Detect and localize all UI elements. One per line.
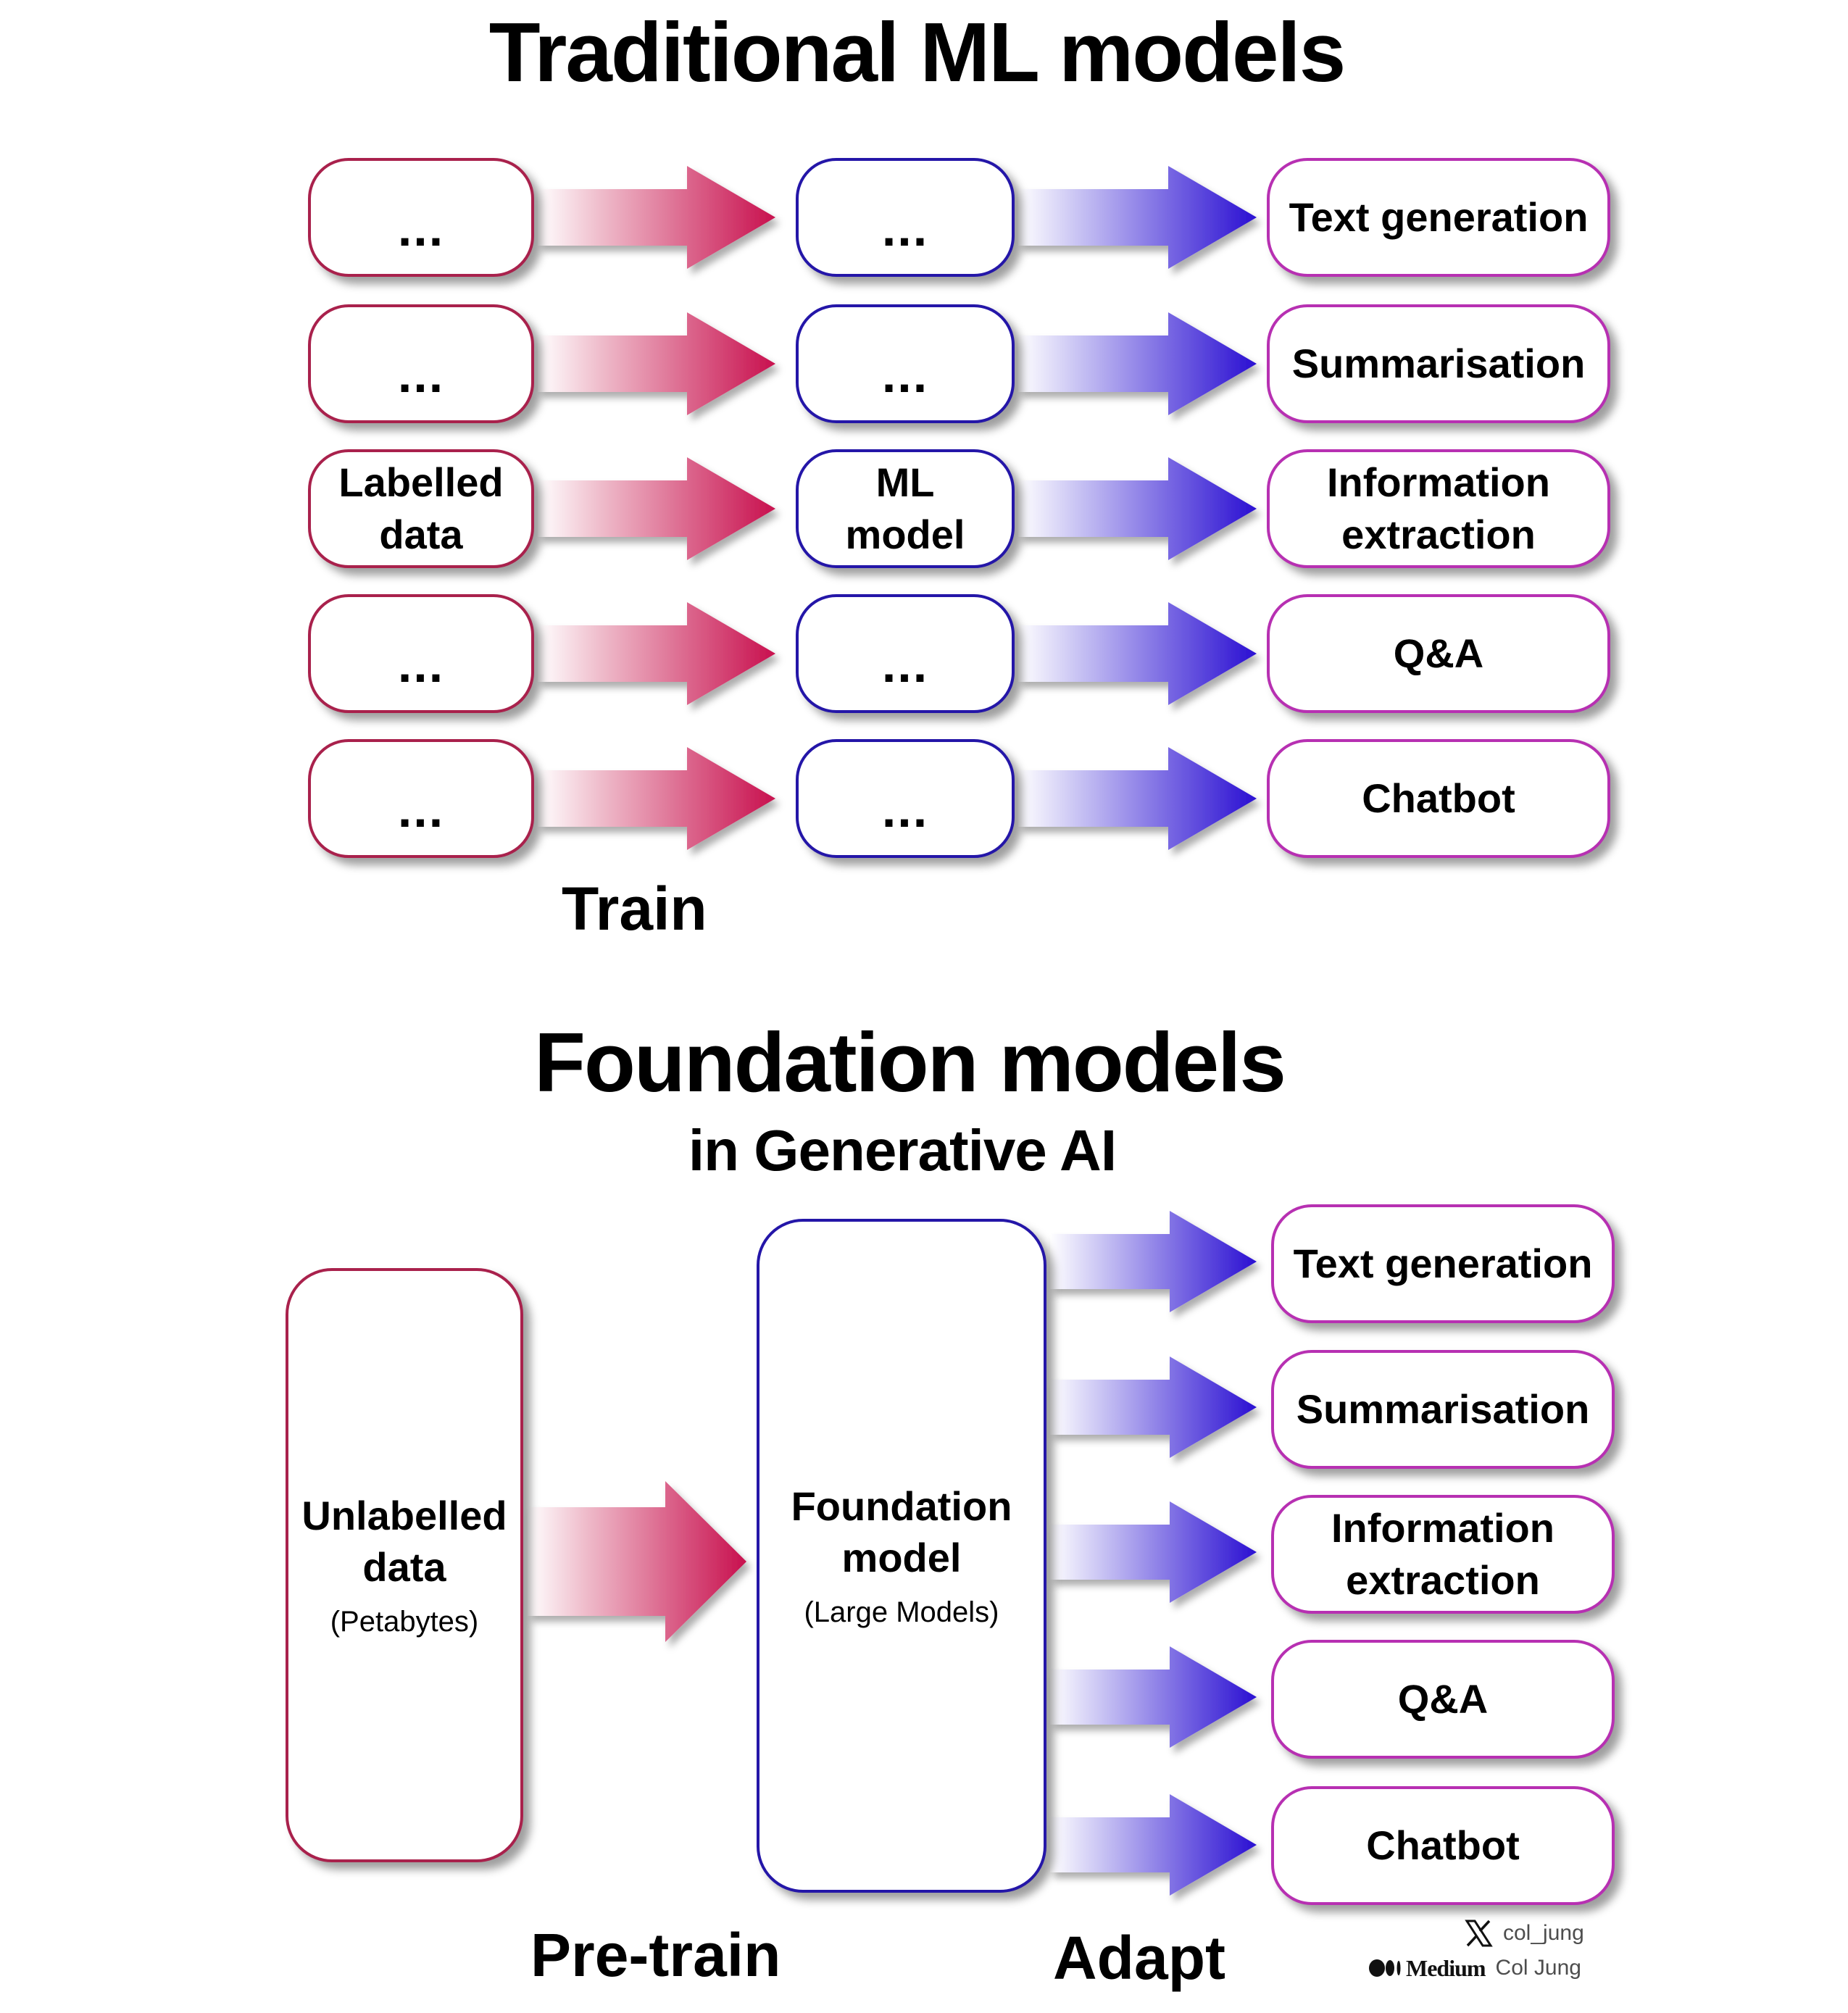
unlabelled-data-label: Unlabelled data (Petabytes) xyxy=(301,1490,507,1641)
trad-model-box-2: ... xyxy=(796,304,1015,423)
model-to-task-arrow-5 xyxy=(1018,747,1257,850)
x-credit: col_jung xyxy=(1464,1919,1584,1948)
trad-data-box-1: ... xyxy=(308,158,534,277)
trad-task-qa: Q&A xyxy=(1267,594,1610,713)
medium-credit: Medium Col Jung xyxy=(1368,1956,1581,1980)
ellipsis: ... xyxy=(397,781,445,838)
adapt-arrow-5 xyxy=(1050,1794,1257,1896)
task-label: Text generation xyxy=(1289,194,1589,241)
foundation-model-text: Foundation model xyxy=(791,1483,1012,1581)
ellipsis: ... xyxy=(881,781,929,838)
model-to-task-arrow-4 xyxy=(1018,602,1257,705)
model-to-task-arrow-1 xyxy=(1018,166,1257,269)
train-arrow-5 xyxy=(538,747,775,850)
trad-data-box-5: ... xyxy=(308,739,534,858)
x-logo-icon xyxy=(1465,1920,1493,1947)
ellipsis: ... xyxy=(397,636,445,693)
trad-model-box-5: ... xyxy=(796,739,1015,858)
task-label: Q&A xyxy=(1393,630,1484,677)
medium-logo-icon: Medium xyxy=(1368,1956,1486,1980)
fm-task-qa: Q&A xyxy=(1271,1640,1615,1759)
foundation-title: Foundation models xyxy=(534,1015,1286,1109)
labelled-data-box: Labelled data xyxy=(308,449,534,568)
trad-task-information-extraction: Information extraction xyxy=(1267,449,1610,568)
pretrain-arrow xyxy=(528,1481,746,1642)
task-label: Summarisation xyxy=(1296,1386,1590,1433)
task-label: Text generation xyxy=(1293,1241,1593,1287)
foundation-model-box: Foundation model (Large Models) xyxy=(757,1219,1046,1893)
adapt-arrow-3 xyxy=(1050,1501,1257,1603)
trad-model-box-4: ... xyxy=(796,594,1015,713)
trad-task-chatbot: Chatbot xyxy=(1267,739,1610,858)
task-label: Chatbot xyxy=(1362,775,1515,822)
task-label: Chatbot xyxy=(1366,1822,1520,1869)
task-label: Summarisation xyxy=(1291,341,1586,387)
ellipsis: ... xyxy=(397,200,445,257)
ellipsis: ... xyxy=(397,346,445,404)
traditional-title: Traditional ML models xyxy=(488,5,1346,99)
foundation-model-label: Foundation model (Large Models) xyxy=(791,1480,1012,1632)
fm-task-chatbot: Chatbot xyxy=(1271,1786,1615,1905)
task-label: Information extraction xyxy=(1331,1505,1554,1603)
large-models-note: (Large Models) xyxy=(804,1596,999,1629)
train-label: Train xyxy=(562,875,707,943)
model-to-task-arrow-2 xyxy=(1018,312,1257,415)
task-label: Information extraction xyxy=(1327,459,1550,557)
pretrain-label: Pre-train xyxy=(530,1921,781,1989)
train-arrow-4 xyxy=(538,602,775,705)
adapt-arrow-2 xyxy=(1050,1356,1257,1458)
x-handle: col_jung xyxy=(1503,1921,1584,1945)
fm-task-text-generation: Text generation xyxy=(1271,1204,1615,1323)
model-to-task-arrow-3 xyxy=(1018,457,1257,560)
ellipsis: ... xyxy=(881,346,929,404)
petabytes-note: (Petabytes) xyxy=(330,1606,479,1638)
ml-model-box: ML model xyxy=(796,449,1015,568)
adapt-arrow-4 xyxy=(1050,1646,1257,1748)
train-arrow-3 xyxy=(538,457,775,560)
trad-task-summarisation: Summarisation xyxy=(1267,304,1610,423)
trad-data-box-4: ... xyxy=(308,594,534,713)
labelled-data-label: Labelled data xyxy=(338,459,504,557)
trad-data-box-2: ... xyxy=(308,304,534,423)
adapt-label: Adapt xyxy=(1053,1924,1225,1992)
foundation-subtitle: in Generative AI xyxy=(688,1118,1117,1183)
fm-task-information-extraction: Information extraction xyxy=(1271,1495,1615,1614)
medium-brand: Medium xyxy=(1406,1955,1486,1981)
medium-name: Col Jung xyxy=(1495,1956,1581,1980)
task-label: Q&A xyxy=(1397,1676,1489,1722)
trad-task-text-generation: Text generation xyxy=(1267,158,1610,277)
fm-task-summarisation: Summarisation xyxy=(1271,1350,1615,1469)
train-arrow-1 xyxy=(538,166,775,269)
train-arrow-2 xyxy=(538,312,775,415)
unlabelled-data-text: Unlabelled data xyxy=(301,1492,507,1591)
ml-model-label: ML model xyxy=(845,459,965,557)
ellipsis: ... xyxy=(881,200,929,257)
ellipsis: ... xyxy=(881,636,929,693)
unlabelled-data-box: Unlabelled data (Petabytes) xyxy=(286,1268,523,1862)
adapt-arrow-1 xyxy=(1050,1211,1257,1312)
trad-model-box-1: ... xyxy=(796,158,1015,277)
